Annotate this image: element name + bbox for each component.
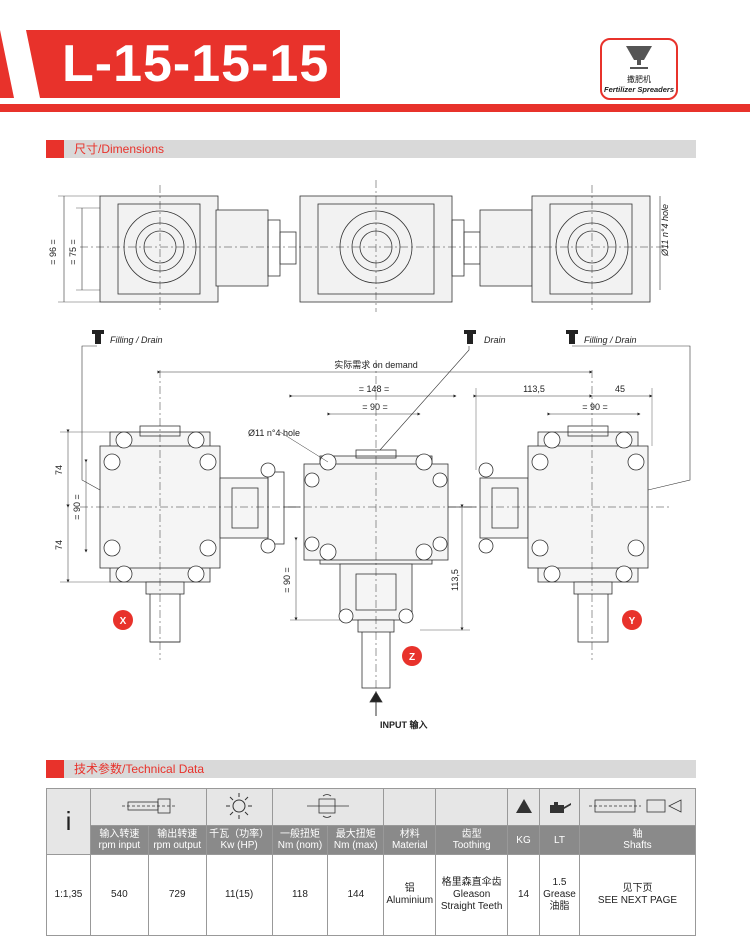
shafts-cn: 见下页 (622, 883, 653, 894)
section-marker (46, 140, 64, 158)
cell-lt: 1.5 Grease 油脂 (539, 854, 580, 936)
oil-icon-cell (539, 788, 580, 826)
dim-74-upper: 74 (54, 465, 64, 475)
dim-on-demand: 实际需求 on demand (334, 359, 418, 370)
dim-90-left: = 90 = (72, 494, 82, 520)
cell-nm-nom: 118 (271, 854, 329, 936)
dim-113-5-top: 113,5 (523, 384, 545, 394)
cell-nm-max: 144 (327, 854, 385, 936)
shafts-en: SEE NEXT PAGE (597, 895, 678, 906)
cell-shafts: 见下页 SEE NEXT PAGE (578, 854, 697, 936)
section-header-technical: 技术参数/Technical Data (46, 760, 696, 778)
cell-ratio: 1:1,35 (46, 854, 91, 936)
spreader-icon (626, 46, 652, 69)
cell-kg: 14 (507, 854, 540, 936)
oil-can-icon (550, 801, 572, 813)
toothing-icon-cell (435, 788, 509, 826)
torque-icon-cell (271, 788, 385, 826)
header-rule (0, 104, 750, 112)
filling-drain-label-right: Filling / Drain (584, 335, 637, 345)
toothing-cn: 格里森直伞齿 (441, 877, 502, 888)
header-kw: 千瓦（功率）Kw (HP) (205, 825, 273, 855)
section-title: 尺寸/Dimensions (74, 142, 165, 156)
input-label: INPUT 输入 (380, 719, 428, 730)
hole-label-side: Ø11 n°4 hole (660, 204, 670, 257)
top-view (58, 180, 670, 312)
material-en: Aluminium (386, 895, 434, 906)
badge-label-cn: 撒肥机 (627, 75, 651, 84)
badge-label-en: Fertilizer Spreaders (603, 85, 675, 94)
lt-grease: Grease (543, 889, 576, 900)
header-kg: KG (507, 825, 540, 855)
plug-icons (92, 330, 578, 344)
shaft-z-label: Z (409, 652, 415, 663)
cell-rpm-input: 540 (89, 854, 149, 936)
dim-74-lower: 74 (54, 540, 64, 550)
shafts-icon (589, 798, 682, 813)
material-cn: 铝 (404, 883, 415, 894)
dim-90-top-mid: = 90 = (362, 402, 388, 412)
dim-90-top-right: = 90 = (582, 402, 608, 412)
header-lt: LT (539, 825, 580, 855)
section-header-dimensions: 尺寸/Dimensions (46, 140, 696, 158)
dim-148: = 148 = (359, 384, 390, 394)
table-row: 1:1,35 540 729 11(15) 118 144 铝 Aluminiu… (46, 854, 697, 936)
material-icon-cell (383, 788, 437, 826)
technical-drawing: = 96 = = 75 = Ø11 n°4 hole Filling / Dra… (48, 180, 691, 730)
filling-drain-label-left: Filling / Drain (110, 335, 163, 345)
cell-toothing: 格里森直伞齿 Gleason Straight Teeth (435, 854, 509, 936)
product-title: L-15-15-15 (62, 35, 330, 93)
torque-icon (306, 793, 349, 818)
header-banner (0, 30, 340, 98)
cell-rpm-output: 729 (147, 854, 207, 936)
sun-power-icon (226, 792, 253, 819)
shaft-y-label: Y (629, 616, 636, 627)
shaft-markers (113, 610, 642, 666)
section-title: 技术参数/Technical Data (74, 762, 205, 776)
weight-icon-cell (507, 788, 540, 826)
cell-kw: 11(15) (205, 854, 273, 936)
dim-96: = 96 = (48, 239, 58, 265)
drain-label: Drain (484, 335, 506, 345)
toothing-en-1: Gleason (453, 889, 491, 900)
rpm-icon-cell (89, 788, 207, 826)
shaft-rpm-icon (122, 798, 177, 813)
power-icon-cell (205, 788, 273, 826)
toothing-en-2: Straight Teeth (440, 901, 503, 912)
lt-value: 1.5 (552, 877, 567, 888)
application-badge: 撒肥机 Fertilizer Spreaders (600, 38, 678, 100)
shaft-x-label: X (120, 616, 127, 627)
dim-90-bottom: = 90 = (282, 567, 292, 593)
weight-icon (515, 798, 532, 813)
dim-113-5-side: 113,5 (450, 569, 460, 591)
hole-label-top: Ø11 n°4 hole (248, 428, 300, 438)
cell-material: 铝 Aluminium (383, 854, 437, 936)
shafts-icon-cell (578, 788, 697, 826)
dim-75: = 75 = (68, 239, 78, 265)
ratio-symbol: i (46, 788, 91, 855)
front-view (60, 345, 691, 716)
lt-grease-cn: 油脂 (549, 901, 570, 912)
dim-45: 45 (615, 384, 625, 394)
banner-slash-shape (0, 30, 40, 98)
section-marker (46, 760, 64, 778)
